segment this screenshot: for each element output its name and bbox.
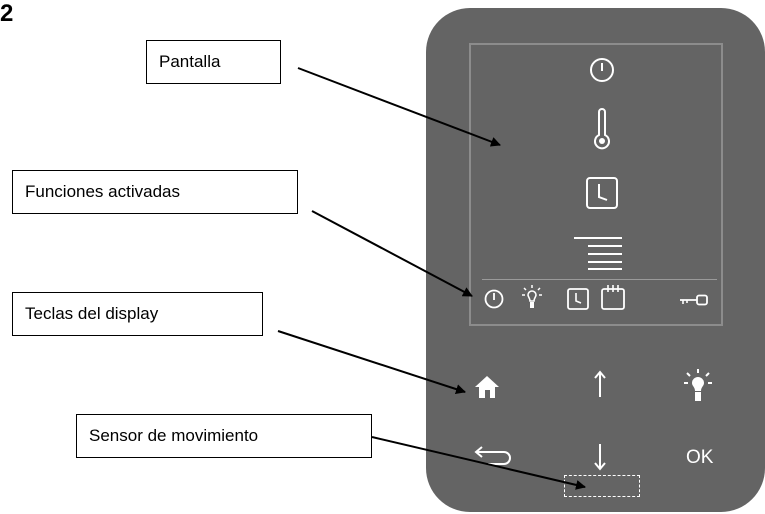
clock-icon <box>586 177 618 209</box>
callout-sensor-movimiento: Sensor de movimiento <box>76 414 372 458</box>
menu-lines-icon <box>574 237 622 270</box>
thermostat-device <box>426 8 765 512</box>
callout-pantalla: Pantalla <box>146 40 281 84</box>
figure-number: 2 <box>0 0 14 27</box>
status-power-icon <box>484 289 504 309</box>
arrow-funciones <box>311 210 473 297</box>
arrow-pantalla <box>297 67 501 147</box>
ok-key[interactable]: OK <box>686 447 714 468</box>
arrow-sensor <box>371 436 586 490</box>
callout-funciones-activadas: Funciones activadas <box>12 170 298 214</box>
motion-sensor-area <box>564 475 640 497</box>
light-key-icon[interactable] <box>681 368 715 404</box>
status-light-icon <box>522 285 542 308</box>
thermometer-icon <box>594 108 610 150</box>
power-icon <box>590 58 614 82</box>
home-key-icon[interactable] <box>474 374 500 400</box>
back-key-icon[interactable] <box>474 446 518 468</box>
display-separator <box>482 279 717 280</box>
status-clock-icon <box>567 288 589 310</box>
status-key-icon <box>680 294 708 306</box>
callout-teclas-display: Teclas del display <box>12 292 263 336</box>
display-screen <box>469 43 723 326</box>
arrow-up-key-icon[interactable] <box>592 370 608 398</box>
arrow-teclas <box>277 330 466 394</box>
status-calendar-icon <box>601 285 625 310</box>
arrow-down-key-icon[interactable] <box>592 443 608 471</box>
